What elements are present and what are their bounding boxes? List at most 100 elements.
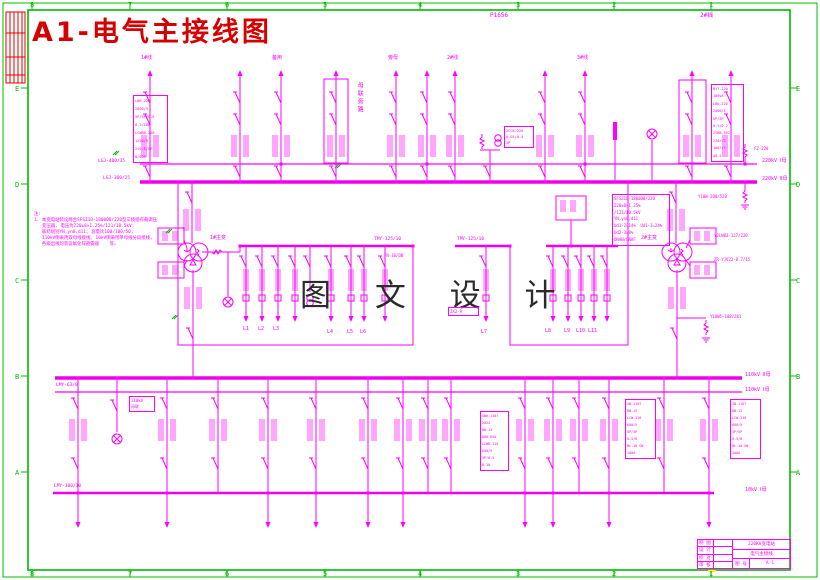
pt-feeder-mid xyxy=(302,246,314,307)
pt-group-615 xyxy=(613,122,658,182)
bus220-conductor-1: LGJ-400/35 xyxy=(98,159,126,164)
feeder-L2: L2 xyxy=(258,326,265,332)
bus-10kv-mid xyxy=(177,182,629,346)
bypass-bay-box xyxy=(323,78,349,164)
zone-number-top: 5 xyxy=(323,1,328,9)
bus110-II: 110kV Ⅱ母 xyxy=(745,372,771,378)
bay-label-2: 备用 xyxy=(272,55,283,61)
title-block-roles: 制 图 设 计 校 对 审 核 xyxy=(698,540,714,568)
feeder-L1: L1 xyxy=(243,326,250,332)
zone-letter-left: A xyxy=(15,469,20,477)
drawing-no-label: 图 号 xyxy=(733,559,750,569)
revision-grid xyxy=(5,11,26,84)
zone-letter-right: A xyxy=(796,469,801,477)
jx-box: JX2-9 xyxy=(448,307,479,316)
bus10-conductor: LMY-100/10 xyxy=(54,484,82,489)
zone-number-top: 8 xyxy=(30,1,35,9)
bypass-vertical-label: 母联旁路 xyxy=(356,82,364,114)
drawing-title: A1-电气主接线图 xyxy=(32,17,272,48)
bus-220kv xyxy=(140,163,757,184)
zone-number-top: 3 xyxy=(516,1,521,9)
zone-number-top: 1 xyxy=(709,1,714,9)
switch-label-fn: FN-10/DB xyxy=(384,253,404,258)
transformer-2 xyxy=(661,182,717,378)
outgoing-feeders xyxy=(75,493,712,529)
transformer-2-label: 2#主变 xyxy=(641,235,658,241)
role-label: 校 对 xyxy=(698,555,713,562)
zone-letter-left: E xyxy=(15,85,20,93)
bay-label-4: 2#线 xyxy=(447,55,459,61)
cable-label-2: ZR-YJV22-8.7/15 xyxy=(714,257,751,262)
bus10-I: 10kV Ⅰ母 xyxy=(745,487,767,493)
zone-number-bottom: 5 xyxy=(323,570,328,578)
busA-conductor: TMY-125/10 xyxy=(374,237,402,242)
feeder-L6: L6 xyxy=(360,329,367,335)
bus220-I: 220kV Ⅰ母 xyxy=(762,158,787,164)
zone-number-bottom: 7 xyxy=(128,570,133,578)
role-label: 审 核 xyxy=(699,562,711,568)
feeder-L4: L4 xyxy=(327,329,334,335)
zone-letter-left: B xyxy=(15,373,20,381)
bays-220kv xyxy=(141,70,750,210)
zone-letter-right: D xyxy=(796,181,801,189)
zone-letter-left: C xyxy=(15,277,20,285)
bay-label-3: 旁母 xyxy=(388,55,399,61)
bus220-II: 220kV Ⅱ母 xyxy=(762,176,788,182)
feeder-L7: L7 xyxy=(481,329,488,335)
pt-group-490 xyxy=(479,133,502,182)
drawing-name: 电气主接线 xyxy=(733,550,790,560)
zone-number-bottom: 8 xyxy=(30,570,35,578)
zone-number-top: 6 xyxy=(225,1,230,9)
zone-letter-right: B xyxy=(796,373,801,381)
feeder-L10-L11: L10 L11 xyxy=(576,328,598,334)
watermark-text: 图 文 设 计 xyxy=(300,278,573,314)
line-name-p1656: P1656 xyxy=(490,12,509,19)
t2-bay-box xyxy=(678,79,707,164)
bus110-conductor: LMY-63/8 xyxy=(56,383,78,388)
bus-tie-110kv xyxy=(109,378,123,445)
zone-letter-left: D xyxy=(15,181,20,189)
zone-number-top: 7 xyxy=(128,1,133,9)
feeder-L5: L5 xyxy=(347,329,354,335)
feeder-L3: L3 xyxy=(273,326,280,332)
transformer-1-label: 1#主变 xyxy=(210,235,227,241)
busB-conductor: TMY-125/10 xyxy=(457,237,485,242)
bus-110kv xyxy=(55,376,742,393)
bay-label-5: 3#线 xyxy=(577,55,589,61)
zone-number-bottom: 4 xyxy=(418,570,423,578)
station-name: 220KV变电站 xyxy=(733,540,790,550)
metering-box-mid xyxy=(555,195,587,246)
role-label: 设 计 xyxy=(698,547,713,555)
title-block-signatures xyxy=(714,540,733,568)
zone-letter-right: E xyxy=(796,85,801,93)
zone-number-bottom: 6 xyxy=(225,570,230,578)
zone-letter-right: C xyxy=(796,277,801,285)
arrester-label-1: FZ-220 xyxy=(754,146,769,151)
arrester-label-3: Y10W5-108/281 xyxy=(710,314,742,319)
role-label: 制 图 xyxy=(698,540,713,548)
zone-number-top: 2 xyxy=(612,1,617,9)
feeder-L9: L9 xyxy=(564,328,571,334)
zone-number-bottom: 3 xyxy=(516,570,521,578)
transformer-1 xyxy=(157,182,241,378)
zone-number-bottom: 1 xyxy=(709,570,714,578)
bay-label-1: 1#线 xyxy=(141,55,153,61)
bus220-conductor-2: LGJ-300/25 xyxy=(103,176,131,181)
bus-10kv-bottom xyxy=(53,491,714,529)
cable-label-1: YJLW03-127/220 xyxy=(714,233,748,238)
bus110-I: 110kV Ⅰ母 xyxy=(745,387,770,393)
bays-110kv xyxy=(69,378,718,493)
feeder-L8: L8 xyxy=(545,328,552,334)
title-block: 制 图 设 计 校 对 审 核 220KV变电站 电气主接线 图 号 A-1 xyxy=(697,539,791,569)
